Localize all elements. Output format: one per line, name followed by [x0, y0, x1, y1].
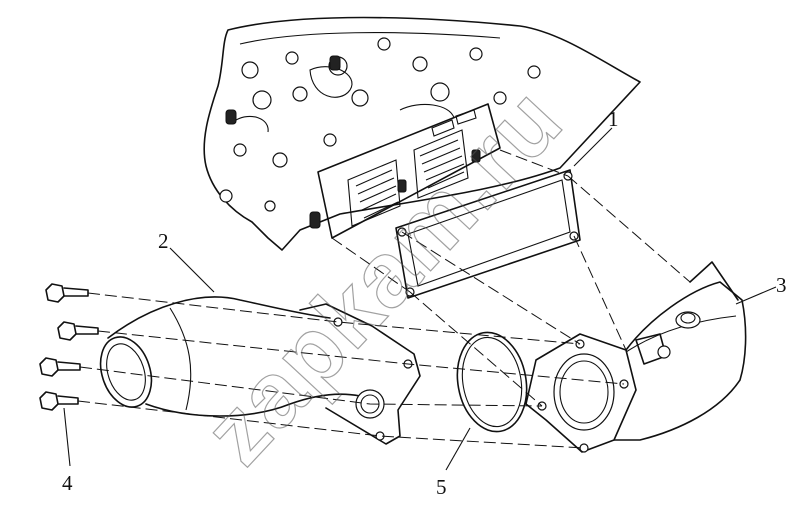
bolt-4 [39, 391, 79, 411]
leader-1 [573, 127, 613, 167]
bolt-2 [57, 321, 99, 341]
callout-3: 3 [776, 273, 787, 297]
outlet-manifold-3 [525, 261, 747, 453]
callout-2: 2 [158, 229, 169, 253]
callout-5: 5 [436, 475, 447, 499]
assembly-guidelines [77, 149, 691, 449]
leader-lines [63, 127, 777, 471]
bolt-3 [39, 357, 81, 377]
leader-3 [735, 286, 777, 305]
watermark: zapkam.ru [184, 68, 582, 485]
callout-4: 4 [62, 471, 73, 495]
leader-5 [445, 427, 471, 471]
cylinder-head [203, 16, 641, 251]
seal-ring-5 [456, 331, 528, 433]
bolts-4 [39, 283, 99, 411]
callout-1: 1 [608, 107, 619, 131]
leader-2 [169, 247, 215, 293]
watermark-text: zapkam.ru [185, 68, 582, 484]
bolt-1 [45, 283, 89, 303]
exhaust-port-face [317, 103, 501, 239]
leader-4 [63, 407, 71, 467]
